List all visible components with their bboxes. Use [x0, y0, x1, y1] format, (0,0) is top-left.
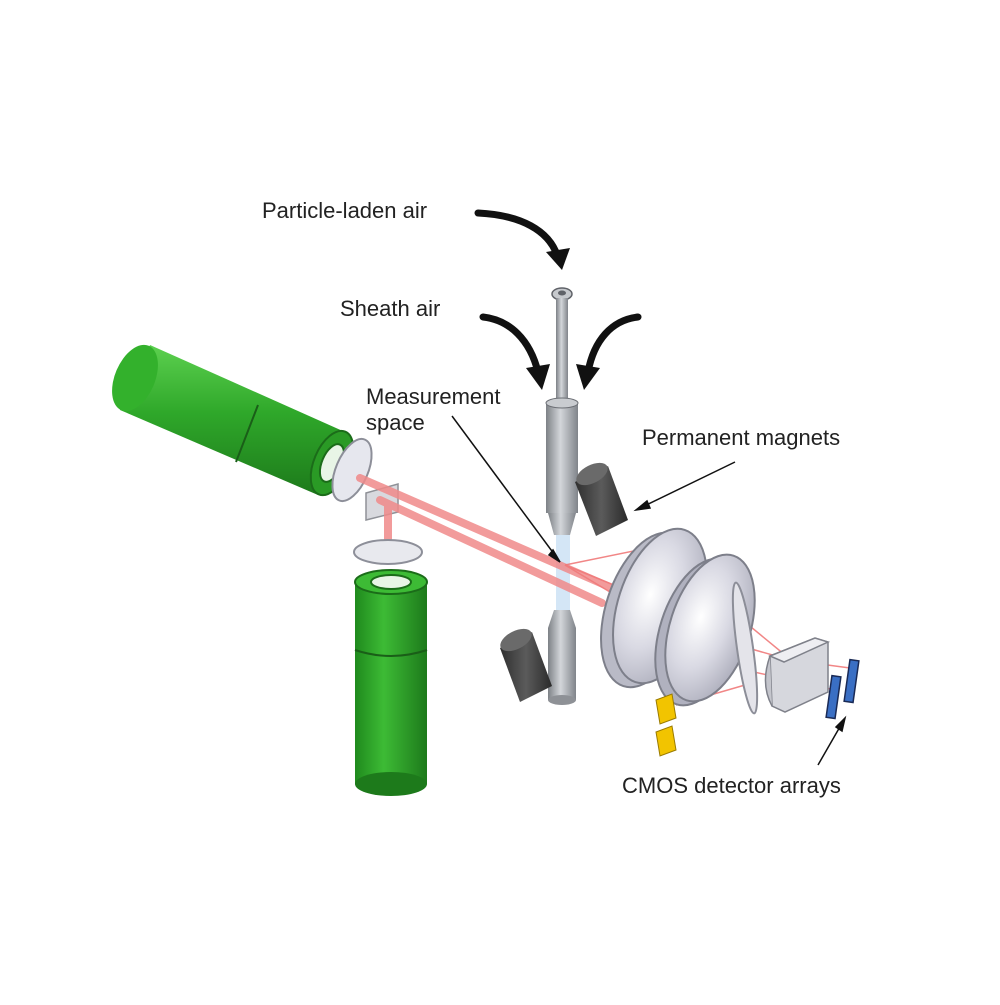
label-measurement-line1: Measurement — [366, 384, 501, 409]
permanent-magnet-lower — [500, 628, 552, 702]
sheath-air-arrow-right — [584, 313, 642, 376]
outlet-nozzle — [548, 610, 576, 705]
mirror-disc-top — [353, 539, 423, 565]
pointer-lines — [451, 415, 847, 766]
label-measurement-space: Measurement space — [366, 384, 501, 436]
permanent-magnet-upper — [575, 462, 628, 536]
flow-arrows — [474, 209, 642, 390]
particle-air-arrow — [474, 209, 562, 262]
sheath-air-arrowhead-left — [526, 364, 550, 390]
yellow-detectors — [655, 693, 677, 757]
laser-horizontal — [112, 344, 355, 497]
mirror-disc — [331, 437, 373, 503]
label-measurement-line2: space — [366, 410, 425, 435]
cylindrical-lens — [764, 637, 831, 713]
cmos-detector-arrays — [825, 658, 860, 720]
particle-air-arrowhead — [546, 248, 570, 270]
laser-vertical — [353, 539, 428, 796]
inlet-nozzle — [545, 287, 579, 535]
label-sheath-air: Sheath air — [340, 296, 441, 321]
measurement-space-pointer — [451, 415, 561, 563]
label-particle-laden-air: Particle-laden air — [262, 198, 428, 223]
cmos-detector-1 — [825, 674, 842, 720]
cmos-detector-2 — [843, 658, 860, 704]
sheath-air-arrowhead-right — [576, 364, 600, 390]
sheath-air-arrow-left — [479, 313, 542, 376]
label-cmos-detector-arrays: CMOS detector arrays — [622, 773, 841, 798]
beam-splitter — [731, 581, 759, 715]
label-permanent-magnets: Permanent magnets — [642, 425, 841, 450]
magnets-pointer — [635, 461, 736, 511]
